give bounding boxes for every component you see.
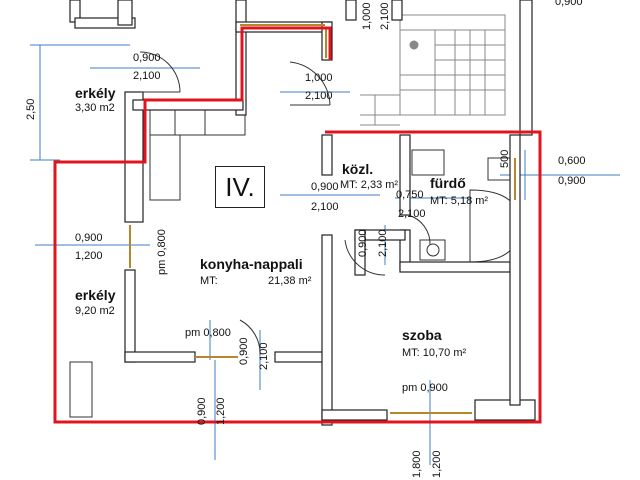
room-name-szoba: szoba <box>402 327 442 343</box>
stairs <box>360 14 506 126</box>
dim-label-vertical: 0,900 <box>238 337 250 365</box>
room-name-furdo: fürdő <box>430 175 466 191</box>
dim-label: 0,600 <box>558 155 586 167</box>
door-swings <box>139 51 431 356</box>
room-area-furdo: MT: 5,18 m² <box>430 195 489 207</box>
unit-label: IV. <box>215 166 265 208</box>
windows <box>129 24 516 414</box>
dim-label: 0,900 <box>133 52 161 64</box>
dim-label-vertical: 2,100 <box>379 2 391 30</box>
dim-label: 0,900 <box>75 232 103 244</box>
dim-label-vertical: pm 0,800 <box>156 229 168 275</box>
dim-label-vertical: 1,000 <box>361 2 373 30</box>
room-name-konyha: konyha-nappali <box>200 256 303 272</box>
dim-label: pm 0,800 <box>185 327 231 339</box>
apartment-boundary <box>53 26 542 424</box>
room-area-kozl: MT: 2,33 m² <box>340 179 399 191</box>
dim-label: 0,900 <box>311 181 339 193</box>
dim-label-vertical: 0,900 <box>357 229 369 257</box>
dim-label: 2,100 <box>305 90 333 102</box>
dim-label: 0,750 <box>396 189 424 201</box>
room-area-konyha: 21,38 m² <box>268 275 312 287</box>
dim-label: 1,000 <box>305 72 333 84</box>
room-area-szoba: MT: 10,70 m² <box>402 347 467 359</box>
dim-label: 1,200 <box>75 250 103 262</box>
dim-label: 0,900 <box>555 0 583 8</box>
dim-label-vertical: 1,200 <box>215 397 227 425</box>
dim-label-vertical: 2,50 <box>25 98 37 120</box>
room-area-erkely-top: 3,30 m2 <box>75 102 115 114</box>
room-name-kozl: közl. <box>342 161 374 177</box>
dim-label-vertical: 1,800 <box>411 450 423 478</box>
dim-label: 2,100 <box>133 70 161 82</box>
dim-label: 2,100 <box>311 201 339 213</box>
dim-label-vertical: 1,200 <box>431 450 443 478</box>
dim-label-vertical: 0,900 <box>196 397 208 425</box>
dim-label-vertical: 2,100 <box>258 342 270 370</box>
dim-label-vertical: 2,100 <box>377 229 389 257</box>
room-name-erkely-top: erkély <box>75 85 116 101</box>
dim-label: 2,100 <box>398 208 426 220</box>
dim-label: 0,900 <box>558 175 586 187</box>
room-mt-konyha: MT: <box>200 275 218 287</box>
room-area-erkely-bottom: 9,20 m2 <box>75 305 115 317</box>
room-name-erkely-bottom: erkély <box>75 287 116 303</box>
dim-label: pm 0,900 <box>402 382 448 394</box>
dim-label-vertical: 500 <box>499 149 511 168</box>
